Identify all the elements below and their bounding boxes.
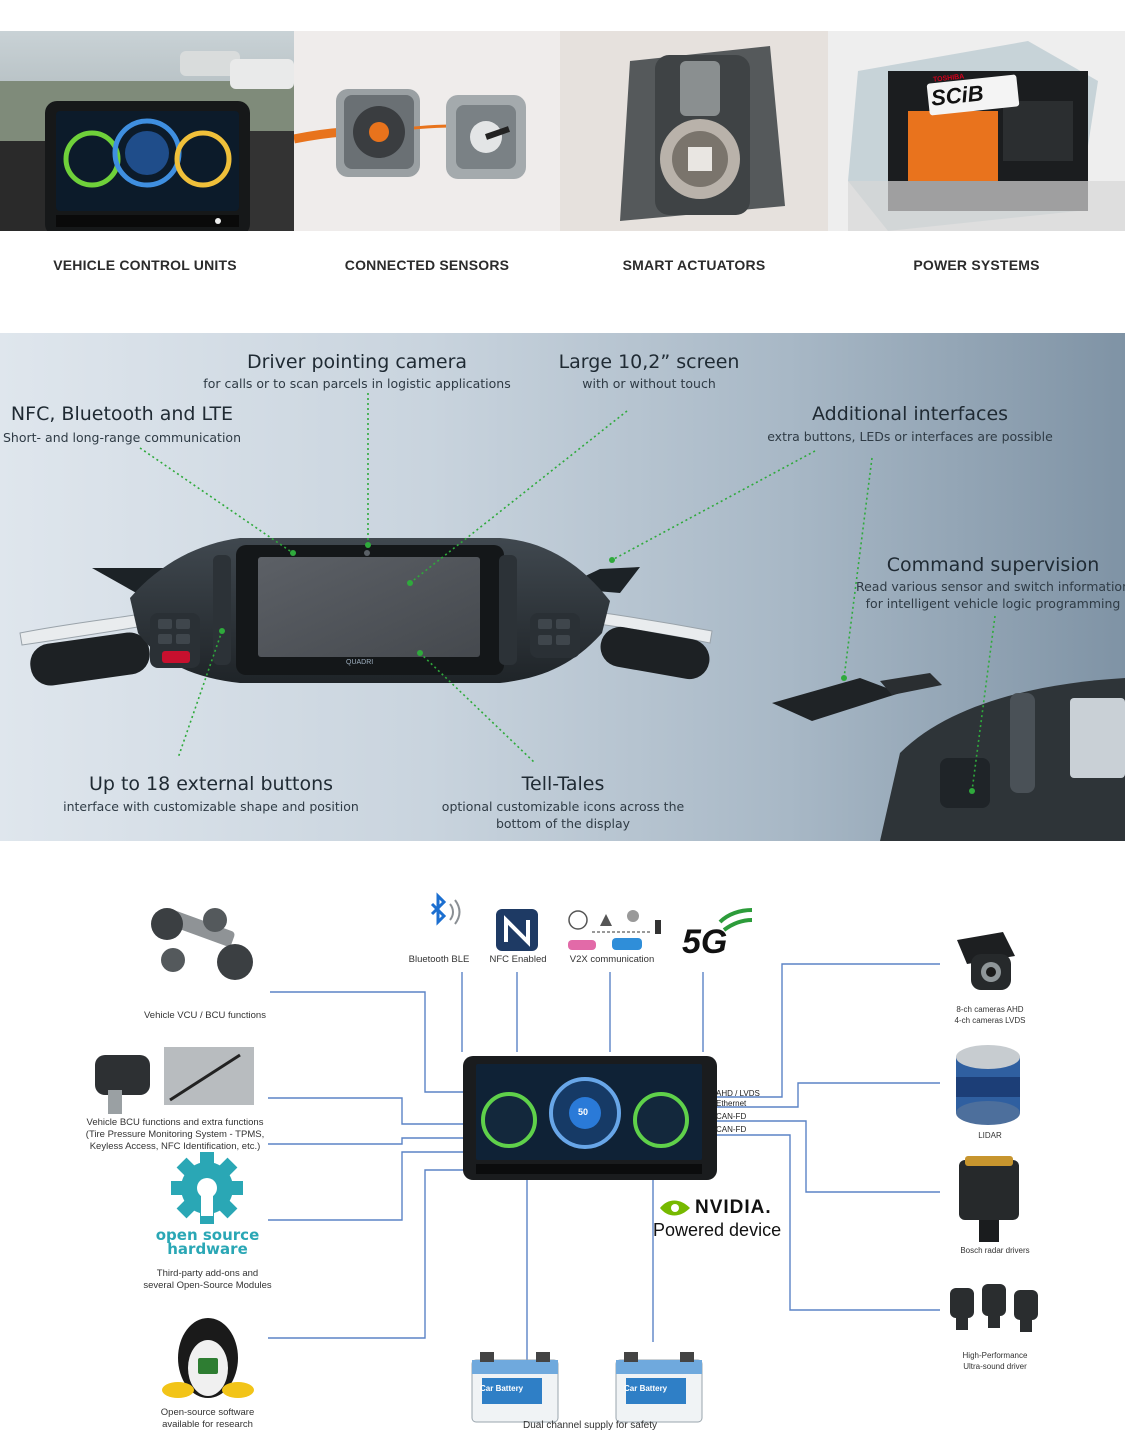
callout-command-title: Command supervision bbox=[886, 554, 1100, 576]
battery-model: SCiB bbox=[929, 80, 985, 111]
label-dual-supply: Dual channel supply for safety bbox=[523, 1420, 657, 1431]
label-bcu-1: Vehicle BCU functions and extra function… bbox=[86, 1117, 264, 1128]
category-label-vehicle-control-units[interactable]: VEHICLE CONTROL UNITS bbox=[53, 257, 237, 273]
nvidia-powered-label: Powered device bbox=[653, 1220, 782, 1240]
label-osh-desc-1: Third-party add-ons and bbox=[156, 1268, 259, 1279]
battery-label-1: Car Battery bbox=[480, 1384, 524, 1393]
diagram-connections bbox=[95, 892, 1038, 1423]
callout-interfaces-sub: extra buttons, LEDs or interfaces are po… bbox=[767, 429, 1053, 444]
smart-actuator-photo[interactable] bbox=[560, 31, 828, 231]
callout-interfaces-title: Additional interfaces bbox=[811, 403, 1009, 425]
label-linux-2: available for research bbox=[162, 1419, 253, 1430]
interface-label-3: CAN-FD bbox=[716, 1112, 747, 1121]
interface-label-1: AHD / LVDS bbox=[716, 1089, 760, 1098]
callout-buttons-title: Up to 18 external buttons bbox=[88, 773, 334, 795]
display-speed-readout: 50 bbox=[578, 1107, 589, 1117]
label-v2x: V2X communication bbox=[569, 954, 655, 965]
callout-command-sub1: Read various sensor and switch informati… bbox=[855, 579, 1125, 594]
callout-camera-sub: for calls or to scan parcels in logistic… bbox=[203, 376, 511, 391]
callout-screen-title: Large 10,2” screen bbox=[558, 351, 740, 373]
nvidia-logo-text: NVIDIA. bbox=[695, 1197, 772, 1218]
power-system-photo[interactable]: TOSHIBA SCiB bbox=[828, 31, 1125, 231]
vehicle-control-unit-photo[interactable] bbox=[0, 31, 294, 231]
battery-label-2: Car Battery bbox=[624, 1384, 668, 1393]
label-osh-desc-2: several Open-Source Modules bbox=[143, 1280, 272, 1291]
category-label-connected-sensors[interactable]: CONNECTED SENSORS bbox=[344, 257, 510, 273]
callout-nfc-sub: Short- and long-range communication bbox=[3, 430, 241, 445]
label-camera-1: 8-ch cameras AHD bbox=[956, 1005, 1024, 1014]
callout-buttons-sub: interface with customizable shape and po… bbox=[63, 799, 359, 814]
dashboard-brand: QUADRI bbox=[346, 659, 374, 666]
osh-line-2: hardware bbox=[167, 1240, 248, 1258]
callout-telltales-sub1: optional customizable icons across the bbox=[441, 799, 685, 814]
callout-telltales-sub2: bottom of the display bbox=[495, 816, 631, 831]
label-ultrasound-1: High-Performance bbox=[962, 1351, 1028, 1360]
label-nfc: NFC Enabled bbox=[489, 954, 547, 965]
interface-label-2: Ethernet bbox=[716, 1099, 747, 1108]
label-bcu-3: Keyless Access, NFC Identification, etc.… bbox=[89, 1141, 261, 1152]
callout-nfc-title: NFC, Bluetooth and LTE bbox=[10, 403, 234, 425]
callout-screen-sub: with or without touch bbox=[582, 376, 716, 391]
connected-sensors-photo[interactable] bbox=[294, 31, 560, 231]
vehicle-control-unit-illustration bbox=[0, 31, 294, 231]
label-bluetooth: Bluetooth BLE bbox=[408, 954, 470, 965]
category-label-smart-actuators[interactable]: SMART ACTUATORS bbox=[622, 257, 766, 273]
callout-camera-title: Driver pointing camera bbox=[246, 351, 468, 373]
label-5g: 5G bbox=[682, 923, 728, 961]
label-lidar: LIDAR bbox=[978, 1131, 1002, 1140]
dashboard-feature-banner: QUADRI Driver pointing camera for calls … bbox=[0, 333, 1125, 841]
osh-line-1: open source bbox=[155, 1226, 260, 1244]
callout-command-sub2: for intelligent vehicle logic programmin… bbox=[865, 596, 1121, 611]
connected-sensors-illustration bbox=[294, 31, 560, 231]
power-system-illustration bbox=[828, 31, 1125, 231]
category-label-power-systems[interactable]: POWER SYSTEMS bbox=[913, 257, 1040, 273]
label-camera-2: 4-ch cameras LVDS bbox=[954, 1016, 1026, 1025]
label-linux-1: Open-source software bbox=[160, 1407, 255, 1418]
smart-actuator-illustration bbox=[560, 31, 828, 231]
label-vcu: Vehicle VCU / BCU functions bbox=[144, 1010, 266, 1021]
dashboard-illustration bbox=[19, 393, 1125, 841]
label-radar: Bosch radar drivers bbox=[960, 1246, 1030, 1255]
callout-telltales-title: Tell-Tales bbox=[521, 773, 605, 795]
interface-label-4: CAN-FD bbox=[716, 1125, 747, 1134]
label-ultrasound-2: Ultra-sound driver bbox=[963, 1362, 1027, 1371]
label-bcu-2: (Tire Pressure Monitoring System - TPMS, bbox=[85, 1129, 265, 1140]
